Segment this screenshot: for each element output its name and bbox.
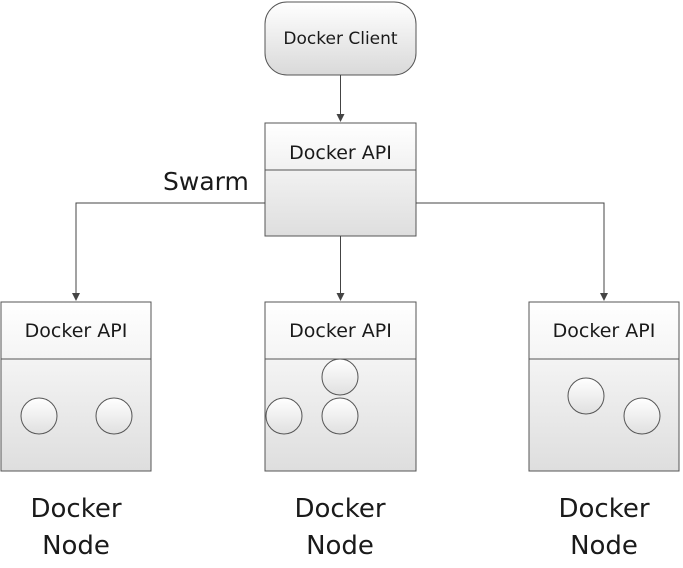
swarm-label: Swarm: [163, 167, 249, 196]
docker-node-caption-3: Docker Node: [524, 491, 683, 565]
node3-caption-line2: Node: [570, 531, 638, 561]
container-circle: [20, 397, 58, 435]
swarm-to-node1-arrow: [72, 202, 265, 301]
swarm-to-node3-arrow: [416, 202, 608, 301]
node1-caption-line1: Docker: [30, 494, 122, 524]
swarm-box: [264, 122, 417, 237]
container-circle: [567, 377, 605, 415]
node2-caption-line1: Docker: [294, 494, 386, 524]
swarm-api-label: Docker API: [289, 142, 392, 164]
node3-caption-line1: Docker: [558, 494, 650, 524]
container-circle: [321, 397, 359, 435]
docker-node-caption-1: Docker Node: [0, 491, 156, 565]
docker-node-box-3: [528, 301, 680, 472]
node2-api-label: Docker API: [289, 320, 392, 342]
docker-node-box-1: [0, 301, 152, 472]
node1-api-label: Docker API: [25, 320, 128, 342]
docker-node-caption-2: Docker Node: [260, 491, 420, 565]
container-circle: [95, 397, 133, 435]
container-circle: [265, 397, 303, 435]
node3-api-label: Docker API: [553, 320, 656, 342]
node1-caption-line2: Node: [42, 531, 110, 561]
container-circle: [623, 397, 661, 435]
container-circle: [321, 358, 359, 396]
docker-client-label: Docker Client: [283, 29, 397, 49]
node2-caption-line2: Node: [306, 531, 374, 561]
